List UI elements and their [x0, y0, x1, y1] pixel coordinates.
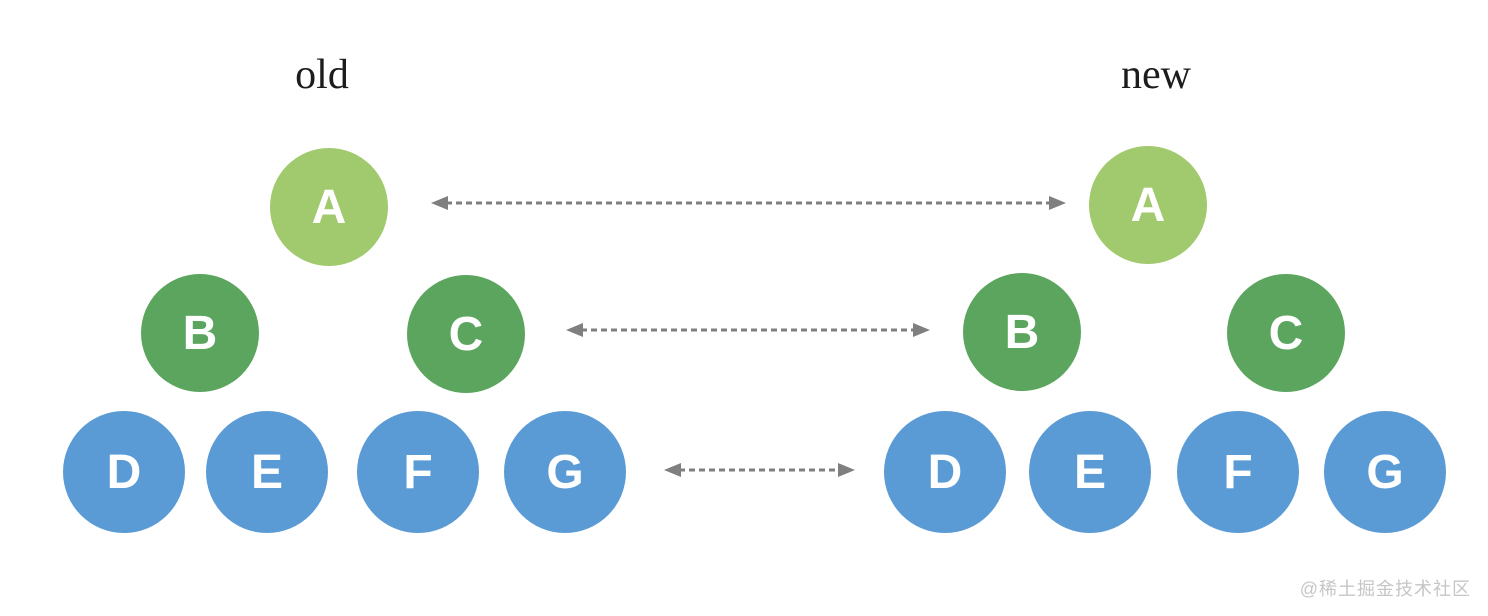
- node-old-b: B: [141, 274, 259, 392]
- node-new-f: F: [1177, 411, 1299, 533]
- node-new-a: A: [1089, 146, 1207, 264]
- node-new-e: E: [1029, 411, 1151, 533]
- compare-arrow-level-3: [664, 463, 855, 477]
- node-old-g: G: [504, 411, 626, 533]
- node-old-e: E: [206, 411, 328, 533]
- compare-arrow-level-2: [566, 323, 930, 337]
- compare-arrow-level-1: [431, 196, 1066, 210]
- node-new-c: C: [1227, 274, 1345, 392]
- node-old-c: C: [407, 275, 525, 393]
- node-new-g: G: [1324, 411, 1446, 533]
- new-tree-label: new: [1121, 52, 1191, 98]
- node-old-a: A: [270, 148, 388, 266]
- juejin-watermark: @稀土掘金技术社区: [1299, 579, 1471, 599]
- old-tree-label: old: [295, 52, 349, 98]
- node-new-d: D: [884, 411, 1006, 533]
- node-old-f: F: [357, 411, 479, 533]
- node-old-d: D: [63, 411, 185, 533]
- node-new-b: B: [963, 273, 1081, 391]
